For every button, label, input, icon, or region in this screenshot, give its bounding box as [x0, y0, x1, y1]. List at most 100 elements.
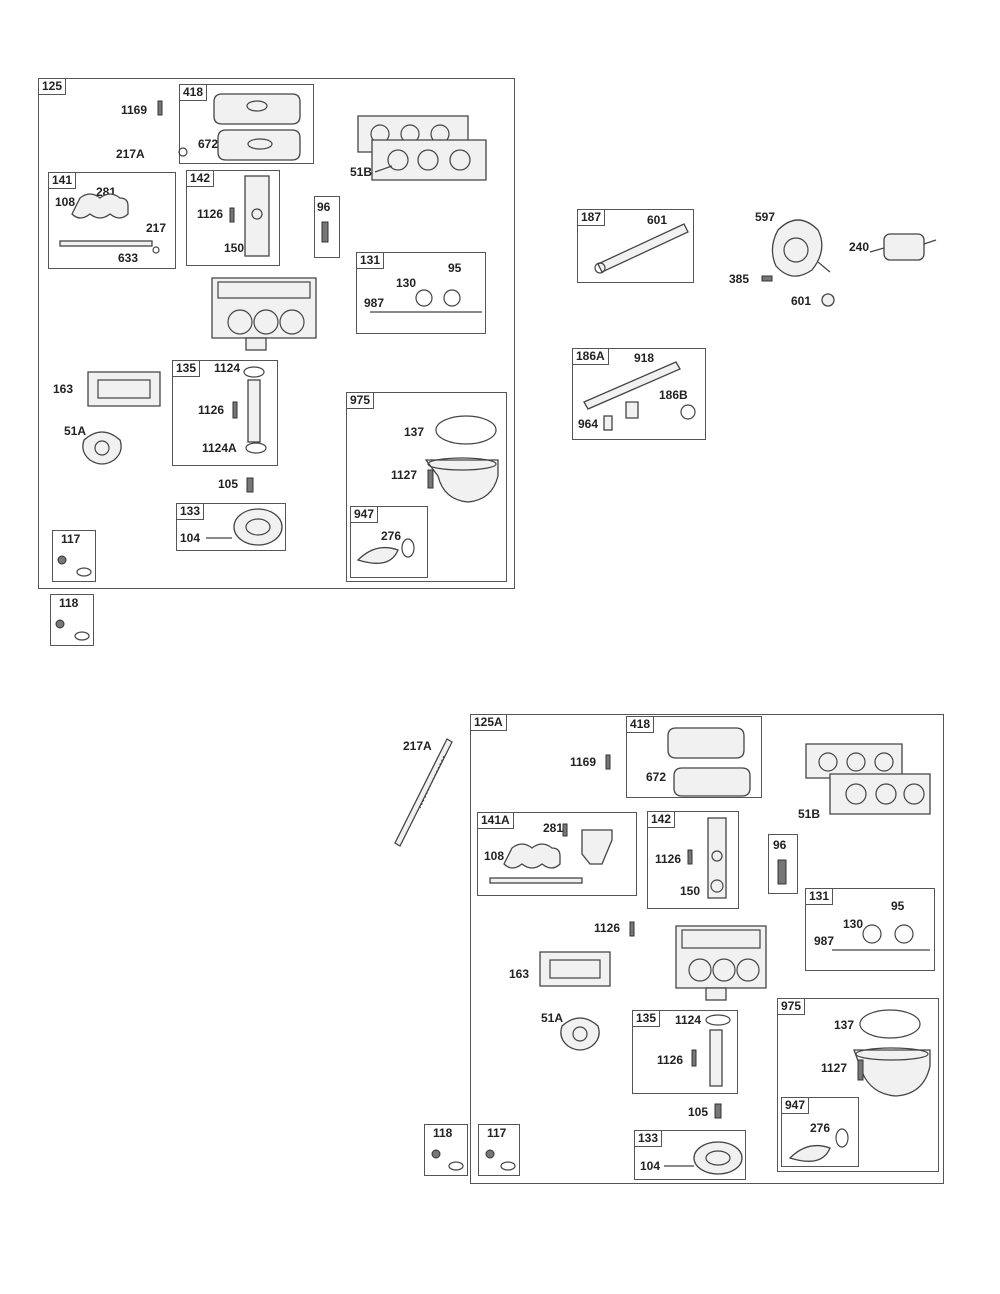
- box-947-lower-tag: 947: [782, 1098, 810, 1114]
- box-117: 117: [52, 530, 96, 582]
- label-217: 217: [146, 221, 167, 235]
- label-601-b: 601: [791, 294, 812, 308]
- box-186A: 186A: [572, 348, 706, 440]
- label-95-lower: 95: [891, 899, 905, 913]
- box-96-tag: 96: [317, 200, 331, 214]
- box-141-tag: 141: [49, 173, 77, 189]
- box-96-lower: 96: [768, 834, 798, 894]
- box-118-tag: 118: [59, 596, 79, 610]
- box-135: 135: [172, 360, 278, 466]
- label-108-lower: 108: [484, 849, 505, 863]
- label-150: 150: [224, 241, 245, 255]
- label-1124-lower: 1124: [675, 1013, 702, 1027]
- box-118-lower: 118: [424, 1124, 468, 1176]
- label-385: 385: [729, 272, 750, 286]
- box-187: 187: [577, 209, 694, 283]
- box-142-lower-tag: 142: [648, 812, 676, 828]
- kit-125A-frame: 125A: [470, 714, 944, 1184]
- label-276-lower: 276: [810, 1121, 831, 1135]
- box-975-lower-tag: 975: [778, 999, 806, 1015]
- box-135-lower: 135: [632, 1010, 738, 1094]
- label-104: 104: [180, 531, 201, 545]
- box-141A-tag: 141A: [478, 813, 514, 829]
- label-137: 137: [404, 425, 425, 439]
- box-418-lower-tag: 418: [627, 717, 655, 733]
- box-418: 418: [179, 84, 314, 164]
- box-142-tag: 142: [187, 171, 215, 187]
- box-186A-tag: 186A: [573, 349, 609, 365]
- box-418-tag: 418: [180, 85, 208, 101]
- box-135-lower-tag: 135: [633, 1011, 661, 1027]
- label-137-lower: 137: [834, 1018, 855, 1032]
- label-217A-standalone: 217A: [403, 739, 432, 753]
- box-117-lower: 117: [478, 1124, 520, 1176]
- box-975-tag: 975: [347, 393, 375, 409]
- label-1127-lower: 1127: [821, 1061, 848, 1075]
- label-1124A: 1124A: [202, 441, 237, 455]
- label-1126-lower-b: 1126: [594, 921, 621, 935]
- label-918: 918: [634, 351, 655, 365]
- box-131: 131: [356, 252, 486, 334]
- label-1169: 1169: [121, 103, 148, 117]
- label-51B-lower: 51B: [798, 807, 821, 821]
- label-163: 163: [53, 382, 74, 396]
- label-987: 987: [364, 296, 385, 310]
- label-633: 633: [118, 251, 139, 265]
- label-281-lower: 281: [543, 821, 564, 835]
- label-130: 130: [396, 276, 417, 290]
- label-1127: 1127: [391, 468, 418, 482]
- box-947-lower: 947: [781, 1097, 859, 1167]
- label-163-lower: 163: [509, 967, 530, 981]
- label-987-lower: 987: [814, 934, 835, 948]
- box-118-upper: 118: [50, 594, 94, 646]
- label-186B: 186B: [659, 388, 688, 402]
- box-133-lower-tag: 133: [635, 1131, 663, 1147]
- kit-125-frame: 125: [38, 78, 515, 589]
- kit-125A-tag: 125A: [471, 715, 507, 731]
- label-1126-lower-a: 1126: [655, 852, 682, 866]
- label-51A: 51A: [64, 424, 87, 438]
- box-96-lower-tag: 96: [773, 838, 787, 852]
- box-947: 947: [350, 506, 428, 578]
- box-131-lower: 131: [805, 888, 935, 971]
- box-975-lower: 975: [777, 998, 939, 1172]
- label-150-lower: 150: [680, 884, 701, 898]
- kit-125-tag: 125: [39, 79, 67, 95]
- box-975: 975: [346, 392, 507, 582]
- label-1126-lower-c: 1126: [657, 1053, 684, 1067]
- label-597: 597: [755, 210, 776, 224]
- box-96: 96: [314, 196, 340, 258]
- label-130-lower: 130: [843, 917, 864, 931]
- box-117-lower-tag: 117: [487, 1126, 507, 1140]
- label-1126-a: 1126: [197, 207, 224, 221]
- label-276: 276: [381, 529, 402, 543]
- box-187-tag: 187: [578, 210, 606, 226]
- box-131-lower-tag: 131: [806, 889, 834, 905]
- box-135-tag: 135: [173, 361, 201, 377]
- box-131-tag: 131: [357, 253, 385, 269]
- label-601-a: 601: [647, 213, 668, 227]
- label-1124: 1124: [214, 361, 241, 375]
- label-240: 240: [849, 240, 870, 254]
- label-672-lower: 672: [646, 770, 667, 784]
- box-133-lower: 133: [634, 1130, 746, 1180]
- label-105-lower: 105: [688, 1105, 709, 1119]
- label-217A: 217A: [116, 147, 145, 161]
- box-118-lower-tag: 118: [433, 1126, 453, 1140]
- label-672: 672: [198, 137, 219, 151]
- box-133-tag: 133: [177, 504, 205, 520]
- box-117-tag: 117: [61, 532, 81, 546]
- box-418-lower: 418: [626, 716, 762, 798]
- box-142-lower: 142: [647, 811, 739, 909]
- box-141: 141: [48, 172, 176, 269]
- box-133: 133: [176, 503, 286, 551]
- label-964: 964: [578, 417, 599, 431]
- label-104-lower: 104: [640, 1159, 661, 1173]
- box-141A: 141A: [477, 812, 637, 896]
- label-51B: 51B: [350, 165, 373, 179]
- label-105: 105: [218, 477, 239, 491]
- label-108: 108: [55, 195, 76, 209]
